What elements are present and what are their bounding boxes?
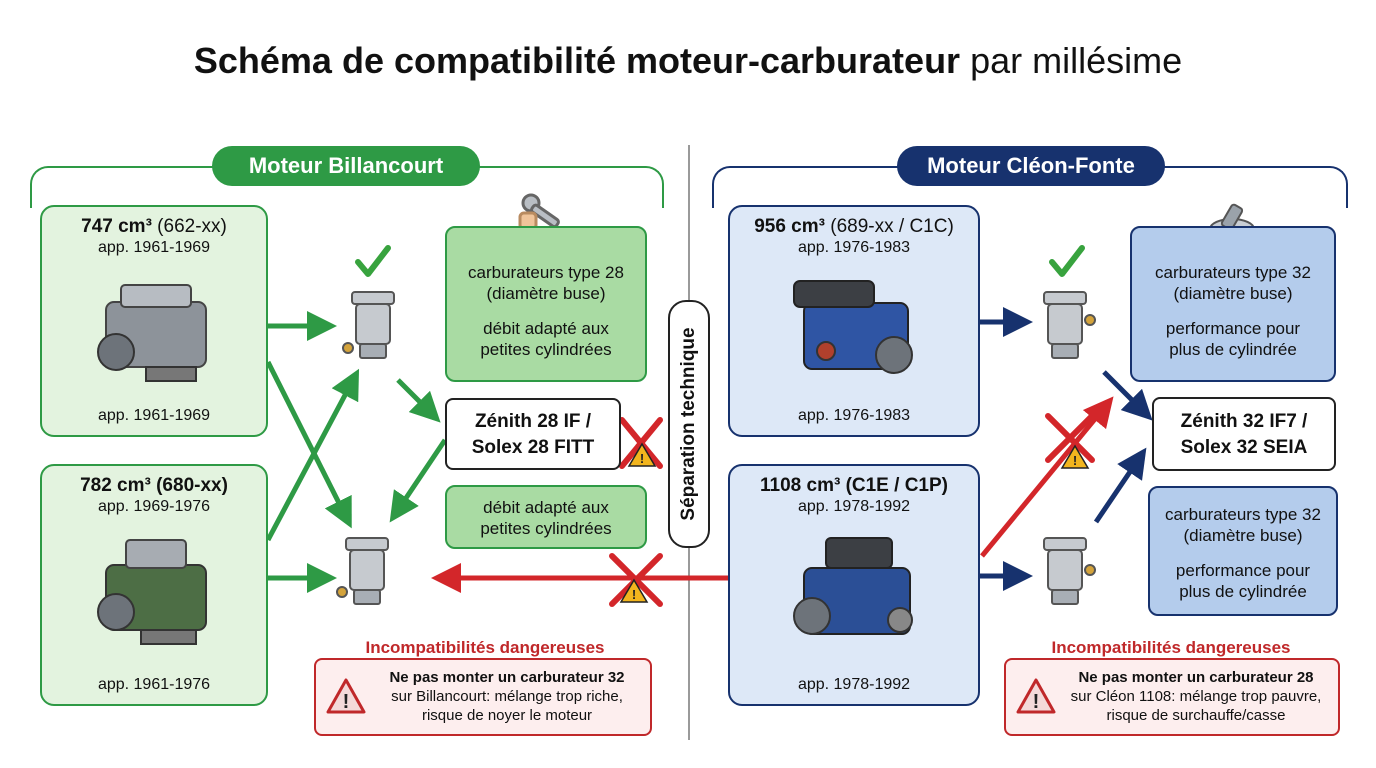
- model-box-right: Zénith 32 IF7 / Solex 32 SEIA: [1152, 397, 1336, 471]
- info-line: petites cylindrées: [480, 519, 612, 538]
- info-line: débit adapté aux: [483, 319, 609, 338]
- info-line: débit adapté aux: [483, 498, 609, 517]
- arrow-carb-top-to-model: [1102, 370, 1153, 421]
- engine-illustration: [793, 537, 913, 635]
- cross-mark-right-arrow: [1045, 413, 1095, 463]
- engine-card-956: 956 cm³ (689-xx / C1C) app. 1976-1983 ap…: [728, 205, 980, 437]
- engine-code: (662-xx): [151, 216, 227, 237]
- left-header: Moteur Billancourt: [212, 146, 480, 186]
- engine-code: (689-xx / C1C): [824, 216, 954, 237]
- engine-cc: 782 cm³ (680-xx): [80, 475, 228, 496]
- warning-icon: !: [1016, 678, 1056, 714]
- engine-card-747: 747 cm³ (662-xx) app. 1961-1969 app. 196…: [40, 205, 268, 437]
- engine-card-1108: 1108 cm³ (C1E / C1P) app. 1978-1992 app.…: [728, 464, 980, 706]
- engine-footer: app. 1976-1983: [797, 407, 911, 424]
- green-arrows: [265, 311, 448, 593]
- info-box-bottom: carburateurs type 32 (diamètre buse) per…: [1148, 486, 1338, 616]
- info-line: carburateurs type 32: [1155, 263, 1311, 282]
- svg-text:!: !: [343, 691, 350, 713]
- warning-line: risque de noyer le moteur: [421, 707, 593, 724]
- warning-bold: Ne pas monter un carburateur 28: [1078, 669, 1314, 686]
- warning-line: sur Billancourt: mélange trop riche,: [391, 688, 623, 705]
- engine-illustration: [97, 539, 207, 645]
- carburetor-icon: [336, 537, 389, 605]
- info-line: petites cylindrées: [480, 340, 612, 359]
- engine-years: app. 1969-1976: [97, 498, 211, 515]
- warning-icon: !: [326, 678, 366, 714]
- warning-icon: [619, 442, 1090, 603]
- info-line: carburateurs type 28: [468, 263, 624, 282]
- model-line: Solex 28 FITT: [471, 437, 595, 458]
- info-line: (diamètre buse): [486, 284, 606, 303]
- svg-text:!: !: [1073, 453, 1077, 468]
- info-box-top: carburateurs type 32 (diamètre buse) per…: [1130, 226, 1336, 382]
- arrow-carb-bottom-to-model: [1093, 447, 1147, 524]
- warning-bold: Ne pas monter un carburateur 32: [389, 669, 625, 686]
- engine-footer: app. 1978-1992: [797, 676, 911, 693]
- red-arrows: [431, 396, 1114, 593]
- carburetor-icon: [342, 291, 395, 359]
- engine-illustration: [793, 280, 913, 374]
- engine-illustration: [97, 284, 207, 382]
- arrow-incompatible-1108-to-carb-top: [980, 396, 1114, 558]
- warning-box: ! Ne pas monter un carburateur 32 sur Bi…: [314, 658, 652, 736]
- carburetor-icon: [1043, 291, 1096, 359]
- arrow-model-to-carb-bottom: [389, 438, 448, 523]
- separator-label: Séparation technique: [668, 300, 710, 548]
- engine-years: app. 1976-1983: [797, 239, 911, 256]
- model-line: Zénith 32 IF7 /: [1180, 411, 1308, 432]
- separator-text: Séparation technique: [678, 327, 699, 521]
- svg-text:!: !: [640, 451, 644, 466]
- info-line: plus de cylindrée: [1179, 582, 1307, 601]
- warning-heading: Incompatibilités dangereuses: [365, 638, 605, 657]
- info-line: carburateurs type 32: [1165, 505, 1321, 524]
- arrow-carb-top-to-model: [396, 378, 441, 423]
- title-rest: par millésime: [960, 40, 1183, 81]
- info-box-bottom: débit adapté aux petites cylindrées: [445, 485, 647, 549]
- right-header: Moteur Cléon-Fonte: [897, 146, 1165, 186]
- info-box-top: carburateurs type 28 (diamètre buse) déb…: [445, 226, 647, 382]
- engine-footer: app. 1961-1976: [97, 676, 211, 693]
- warning-heading: Incompatibilités dangereuses: [1051, 638, 1291, 657]
- info-line: performance pour: [1165, 319, 1301, 338]
- warning-line: risque de surchauffe/casse: [1106, 707, 1286, 724]
- warning-box: ! Ne pas monter un carburateur 28 sur Cl…: [1004, 658, 1340, 736]
- engine-cc: 747 cm³: [81, 216, 152, 237]
- arrow-782-to-carb-top: [265, 368, 360, 542]
- check-icon-right: [1049, 245, 1085, 277]
- svg-text:!: !: [1033, 691, 1040, 713]
- info-line: plus de cylindrée: [1169, 340, 1297, 359]
- page-title: Schéma de compatibilité moteur-carburate…: [0, 40, 1376, 82]
- wrench-icon: [518, 193, 560, 231]
- engine-cc: 956 cm³: [754, 216, 825, 237]
- title-bold: Schéma de compatibilité moteur-carburate…: [193, 40, 961, 81]
- navy-arrows: [980, 307, 1153, 591]
- info-line: performance pour: [1175, 561, 1311, 580]
- arrow-747-to-carb-bottom: [265, 360, 352, 529]
- svg-text:!: !: [632, 587, 636, 602]
- warning-line: sur Cléon 1108: mélange trop pauvre,: [1070, 688, 1322, 705]
- cross-mark-model-left: [619, 417, 663, 469]
- engine-card-782: 782 cm³ (680-xx) app. 1969-1976 app. 196…: [40, 464, 268, 706]
- engine-years: app. 1961-1969: [97, 239, 211, 256]
- info-line: (diamètre buse): [1173, 284, 1293, 303]
- model-line: Solex 32 SEIA: [1180, 437, 1308, 458]
- engine-cc: 1108 cm³ (C1E / C1P): [760, 475, 948, 496]
- model-line: Zénith 28 IF /: [474, 411, 592, 432]
- model-box-left: Zénith 28 IF / Solex 28 FITT: [445, 398, 621, 470]
- engine-years: app. 1978-1992: [797, 498, 911, 515]
- engine-footer: app. 1961-1969: [97, 407, 211, 424]
- carburetor-icon: [1043, 537, 1096, 605]
- info-line: (diamètre buse): [1183, 526, 1303, 545]
- check-icon-left: [355, 245, 391, 277]
- cross-mark-bottom-arrow: [609, 553, 663, 607]
